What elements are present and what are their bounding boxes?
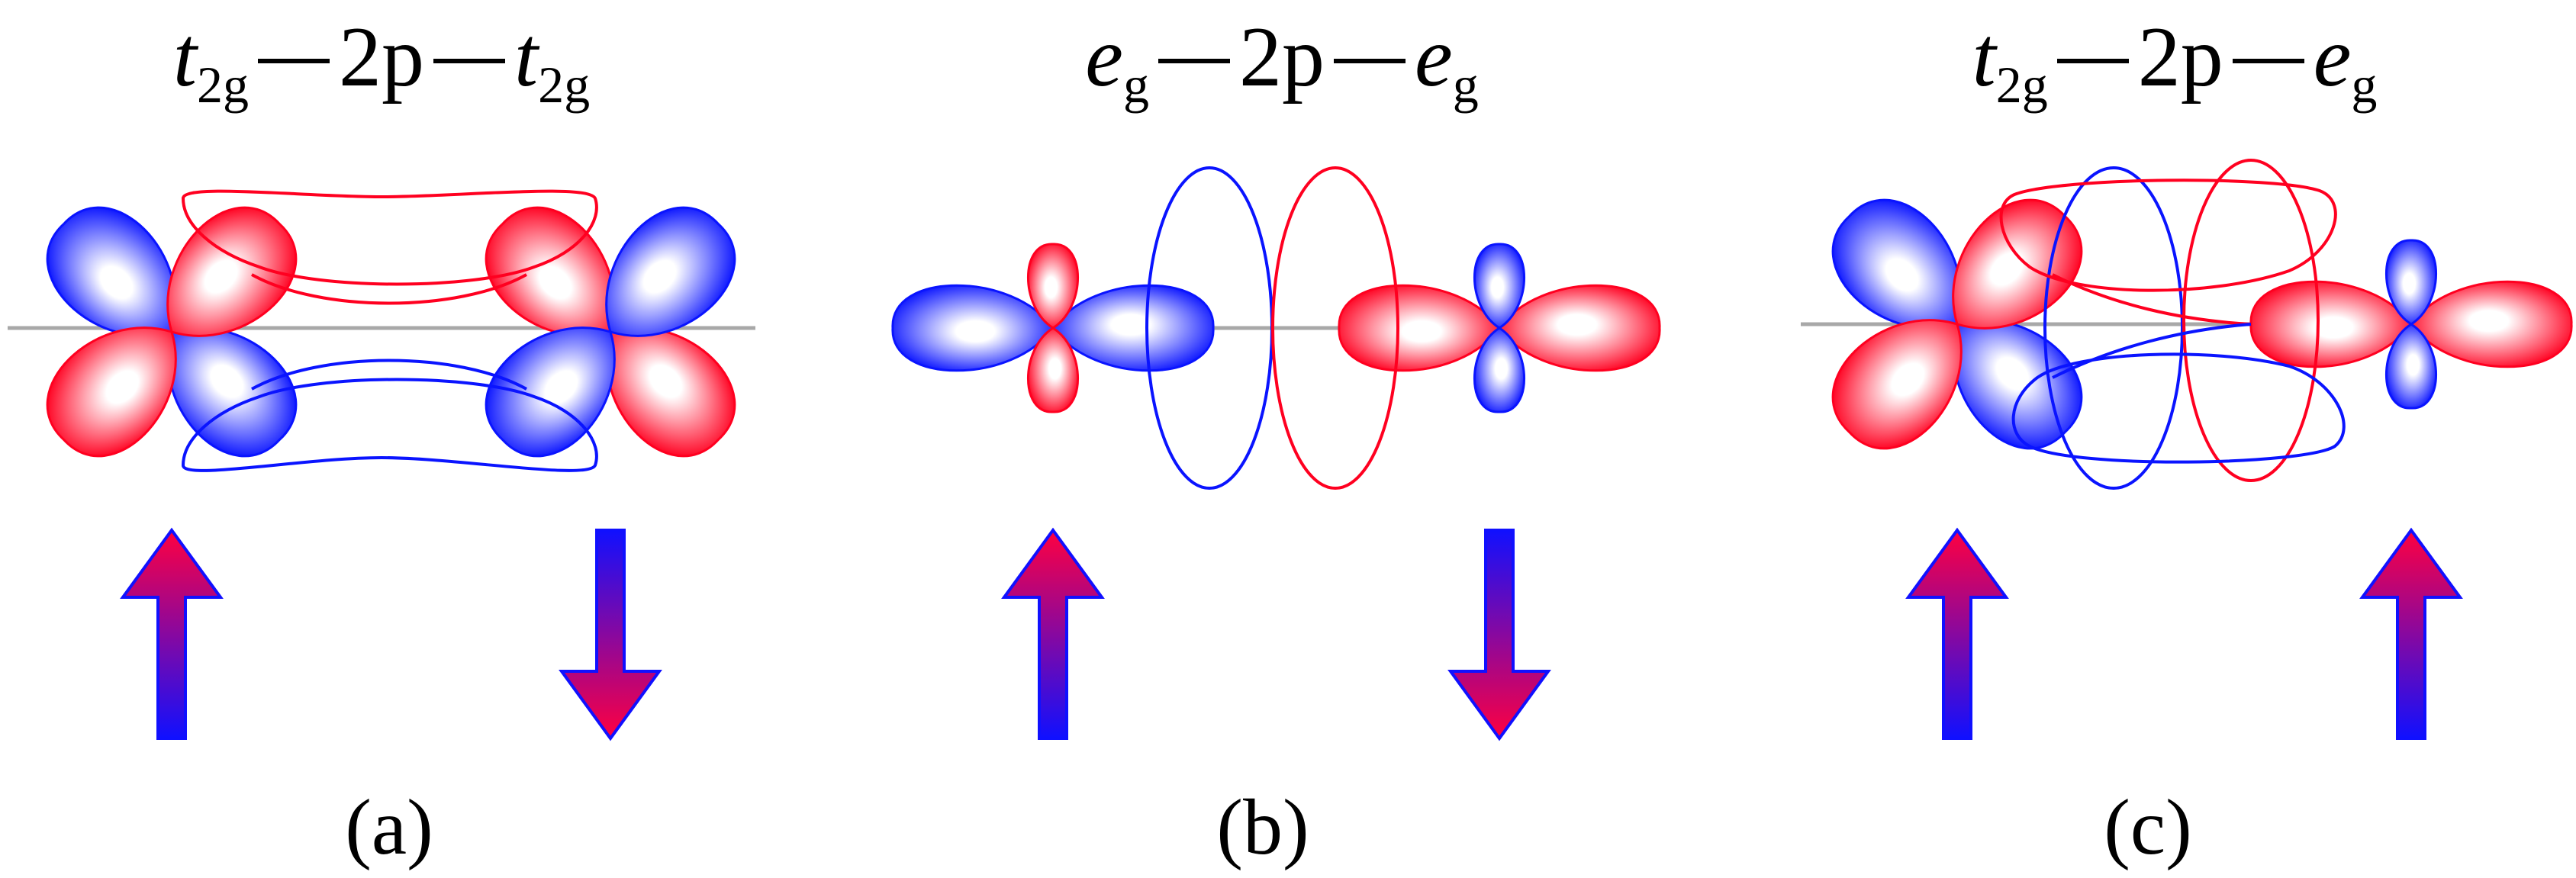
title-a-dash-1 — [258, 59, 330, 64]
title-a-dash-2 — [433, 59, 505, 64]
lobe-a-right-lr — [605, 326, 736, 458]
lobe-b-right-north — [1473, 243, 1526, 330]
title-b-dash-1 — [1158, 59, 1230, 64]
title-b-mid: 2p — [1239, 10, 1325, 105]
title-b-orbital-2-sub: g — [1452, 55, 1479, 114]
lobe-c-right-east — [2410, 280, 2573, 368]
p-orbital-b-right — [1271, 166, 1399, 490]
lobe-c-right-south — [2384, 323, 2438, 410]
spin-arrow-b-right-down — [1447, 529, 1551, 741]
spin-arrow-a-left-up — [120, 527, 224, 740]
p-orbital-c-red-vertical — [2182, 159, 2320, 482]
title-b-orbital-2: e — [1415, 10, 1453, 105]
lobe-a-left-ul — [46, 206, 177, 337]
spin-arrow-a-right-down — [559, 529, 662, 741]
lobe-b-left-south — [1026, 326, 1080, 413]
p-orbital-a-cross-1 — [251, 273, 527, 305]
title-a-mid: 2p — [339, 10, 424, 105]
p-orbital-a-upper — [181, 189, 598, 286]
lobe-c-left-ul — [1831, 198, 1963, 330]
spin-arrow-b-left-up — [1001, 527, 1105, 740]
title-c-orbital-2: e — [2313, 10, 2352, 105]
title-a-orbital-2: t — [514, 10, 539, 105]
lobe-a-left-ur — [166, 206, 298, 337]
title-c-orbital-1-sub: 2g — [1995, 55, 2048, 114]
title-panel-c: t2g 2p eg — [1908, 0, 2442, 114]
lobe-c-left-lr — [1952, 319, 2083, 450]
spin-arrow-c-left-up — [1905, 527, 2009, 740]
p-orbital-c-cross-red — [2052, 273, 2252, 326]
title-b-orbital-1-sub: g — [1123, 55, 1149, 114]
caption-panel-a: (a) — [345, 783, 433, 871]
spin-arrow-c-right-up — [2359, 527, 2463, 740]
caption-panel-b: (b) — [1216, 783, 1309, 871]
lobe-a-left-ll — [46, 326, 177, 458]
p-orbital-a-lower — [181, 378, 598, 472]
title-a-mid-text: 2p — [339, 10, 424, 105]
lobe-c-left-ll — [1831, 319, 1963, 450]
p-orbital-c-cross-blue — [2052, 323, 2252, 379]
lobe-b-left-north — [1026, 243, 1080, 330]
title-c-orbital-1: t — [1972, 10, 1996, 105]
p-orbital-c-blue-horizontal — [2011, 352, 2346, 464]
lobe-a-right-ur — [605, 206, 736, 337]
title-b-dash-2 — [1334, 59, 1406, 64]
lobe-b-right-west — [1338, 284, 1501, 372]
lobe-b-right-east — [1498, 284, 1661, 372]
title-a-orbital-1-sub: 2g — [197, 55, 249, 114]
lobe-c-right-west — [2249, 280, 2413, 368]
title-c-dash-1 — [2056, 59, 2129, 64]
title-a-orbital-2-sub: 2g — [538, 55, 591, 114]
p-orbital-c-blue-vertical — [2043, 166, 2184, 490]
lobe-c-right-north — [2384, 239, 2438, 326]
p-orbital-a-cross-2 — [251, 359, 527, 391]
lobe-b-right-south — [1473, 326, 1526, 413]
title-c-dash-2 — [2232, 59, 2304, 64]
title-b-orbital-1: e — [1085, 10, 1123, 105]
title-c-orbital-2-sub: g — [2351, 55, 2378, 114]
lobe-a-left-lr — [166, 326, 298, 458]
title-c-mid: 2p — [2137, 10, 2223, 105]
title-a-orbital-1: t — [172, 10, 197, 105]
caption-panel-c: (c) — [2104, 783, 2192, 871]
lobe-b-left-west — [891, 284, 1055, 372]
lobe-b-left-east — [1051, 284, 1215, 372]
p-orbital-c-red-horizontal — [1999, 178, 2337, 292]
